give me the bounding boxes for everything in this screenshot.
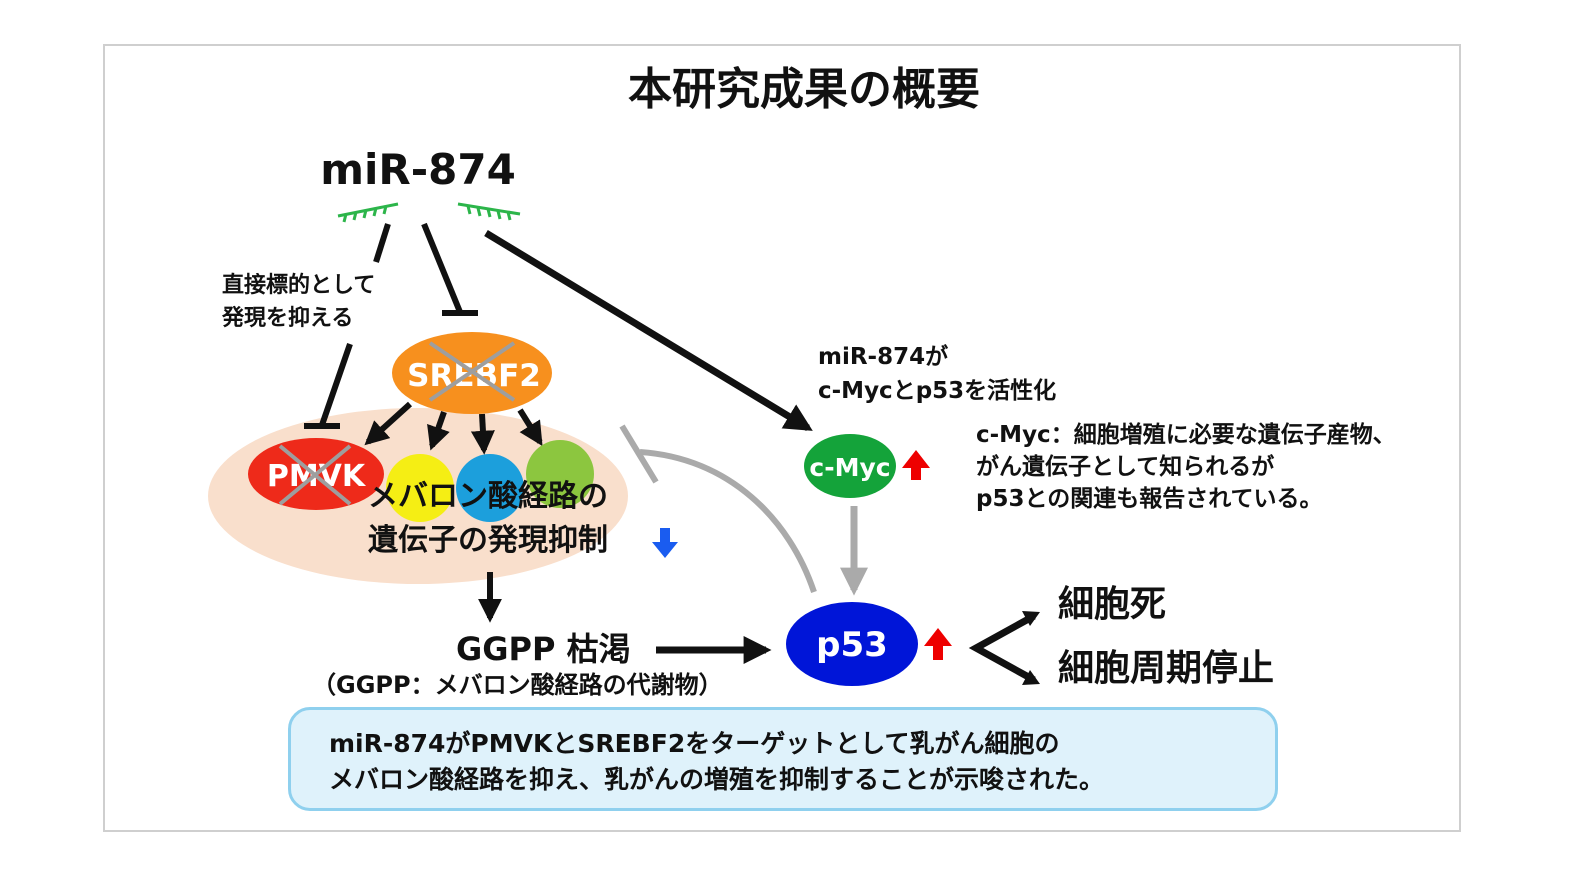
cmyc-up-arrow-icon [902, 450, 930, 480]
summary-line2: メバロン酸経路を抑え、乳がんの増殖を抑制することが示唆された。 [329, 765, 1105, 794]
p53-feedback-curve [639, 449, 817, 593]
activation-note-line1: miR-874が [818, 343, 948, 370]
cmyc-node [804, 434, 896, 498]
mevalonate-note-line1: メバロン酸経路の [368, 479, 608, 514]
ggpp-note: （GGPP：メバロン酸経路の代謝物） [312, 671, 723, 699]
gene-circle-green [526, 440, 594, 508]
p53-feedback-bar [619, 424, 659, 484]
activation-note-line2: c-Mycとp53を活性化 [818, 377, 1056, 404]
gene-circle-blue [456, 454, 524, 522]
outcome-arrows [968, 612, 1036, 684]
outcome-cell-cycle-arrest: 細胞周期停止 [1058, 648, 1274, 689]
srebf2-cross [428, 341, 516, 402]
cmyc-note-line2: がん遺伝子として知られるが [976, 453, 1274, 480]
inhibition-lines [304, 222, 478, 429]
pmvk-cross [278, 444, 352, 506]
outcome-arrowhead-top [1022, 611, 1040, 626]
direct-target-note-line2: 発現を抑える [221, 306, 353, 331]
srebf2-label: SREBF2 [407, 358, 541, 394]
gene-circle-yellow [386, 454, 454, 522]
figure-title: 本研究成果の概要 [628, 64, 980, 115]
outcome-arrowhead-bottom [1022, 670, 1040, 685]
mirna-label: miR-874 [320, 145, 516, 194]
summary-line1: miR-874がPMVKとSREBF2をターゲットとして乳がん細胞の [329, 729, 1060, 758]
p53-label: p53 [816, 625, 888, 665]
ggpp-label: GGPP 枯渇 [456, 630, 631, 668]
summary-box: miR-874がPMVKとSREBF2をターゲットとして乳がん細胞の メバロン酸… [288, 707, 1278, 811]
direct-target-note-line1: 直接標的として [222, 272, 375, 298]
down-arrow-icon [652, 528, 678, 558]
srebf2-target-arrows [364, 401, 543, 455]
mevalonate-note-line2: 遺伝子の発現抑制 [368, 523, 608, 558]
figure-frame [103, 44, 1461, 832]
mirna-strands [337, 202, 521, 223]
p53-node [786, 602, 918, 686]
p53-up-arrow-icon [924, 628, 952, 660]
outcome-cell-death: 細胞死 [1058, 584, 1166, 625]
arrow-mirna-to-cmyc [484, 230, 813, 431]
cmyc-note-line1: c-Myc：細胞増殖に必要な遺伝子産物、 [976, 421, 1396, 448]
cmyc-note-line3: p53との関連も報告されている。 [976, 485, 1323, 512]
cmyc-label: c-Myc [809, 453, 890, 482]
